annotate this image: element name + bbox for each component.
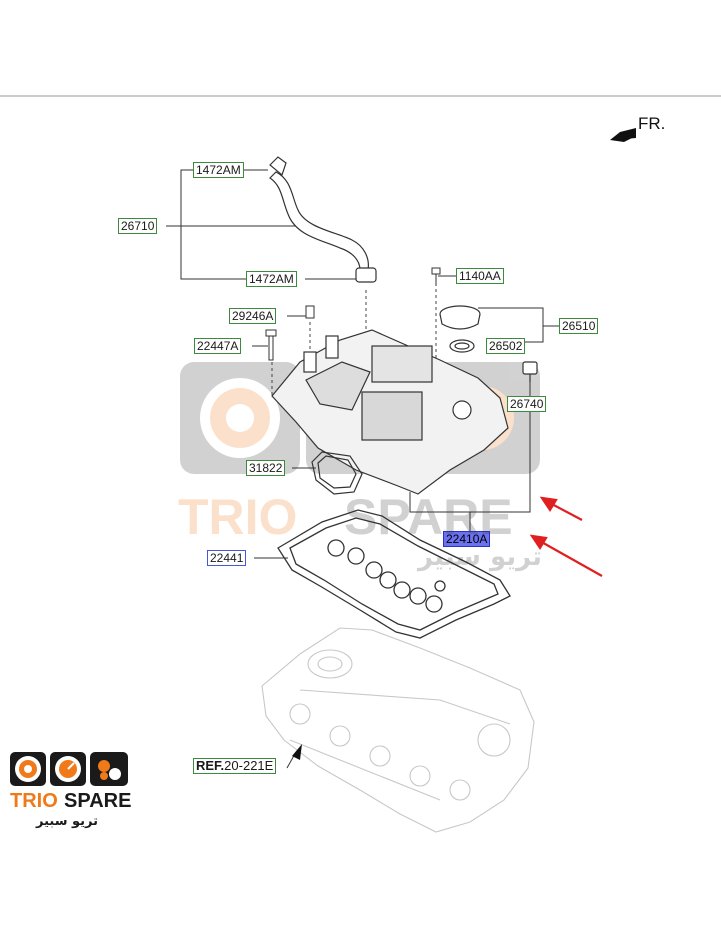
watermark-trio: TRIO (178, 489, 298, 545)
label-1472am-top[interactable]: 1472AM (193, 162, 244, 178)
ref-number: 20-221E (224, 758, 274, 773)
leader-lines (166, 169, 560, 769)
stud-29246a (305, 305, 315, 319)
pcv-valve (522, 361, 538, 382)
label-1472am-mid[interactable]: 1472AM (246, 271, 297, 287)
bolt-1140aa (431, 267, 441, 286)
label-26510[interactable]: 26510 (559, 318, 599, 334)
label-ref[interactable]: REF.20-221E (193, 758, 277, 774)
ref-prefix: REF. (196, 758, 225, 773)
bolt-22447a (265, 329, 277, 361)
logo-trio: TRIO (10, 790, 58, 812)
label-31822[interactable]: 31822 (246, 460, 286, 476)
gasket-31822 (311, 451, 363, 495)
cylinder-head (261, 627, 535, 833)
logo-icons (10, 752, 128, 786)
label-29246a[interactable]: 29246A (229, 308, 277, 324)
label-1140aa[interactable]: 1140AA (456, 268, 504, 284)
logo-arabic: تريو سبير (36, 814, 99, 829)
label-22441[interactable]: 22441 (207, 550, 247, 566)
ref-arrow (292, 744, 302, 760)
gasket-22441 (277, 509, 511, 639)
watermark-spare: SPARE (344, 489, 513, 545)
breather-hose (269, 156, 377, 283)
label-26710[interactable]: 26710 (118, 218, 158, 234)
oil-filler-cap (439, 305, 481, 353)
fr-arrow-icon (610, 128, 636, 142)
speedometer-icon (50, 752, 86, 786)
gauge-icon (10, 752, 46, 786)
fr-label: FR. (638, 114, 666, 133)
logo-spare: SPARE (64, 790, 132, 812)
red-arrows (529, 496, 603, 577)
engine-parts-icon (90, 752, 128, 786)
label-22447a[interactable]: 22447A (194, 338, 242, 354)
label-22410a[interactable]: 22410A (443, 531, 491, 547)
label-26502[interactable]: 26502 (486, 338, 526, 354)
label-26740[interactable]: 26740 (507, 396, 547, 412)
watermark-arabic: تريو سبير (418, 542, 543, 572)
